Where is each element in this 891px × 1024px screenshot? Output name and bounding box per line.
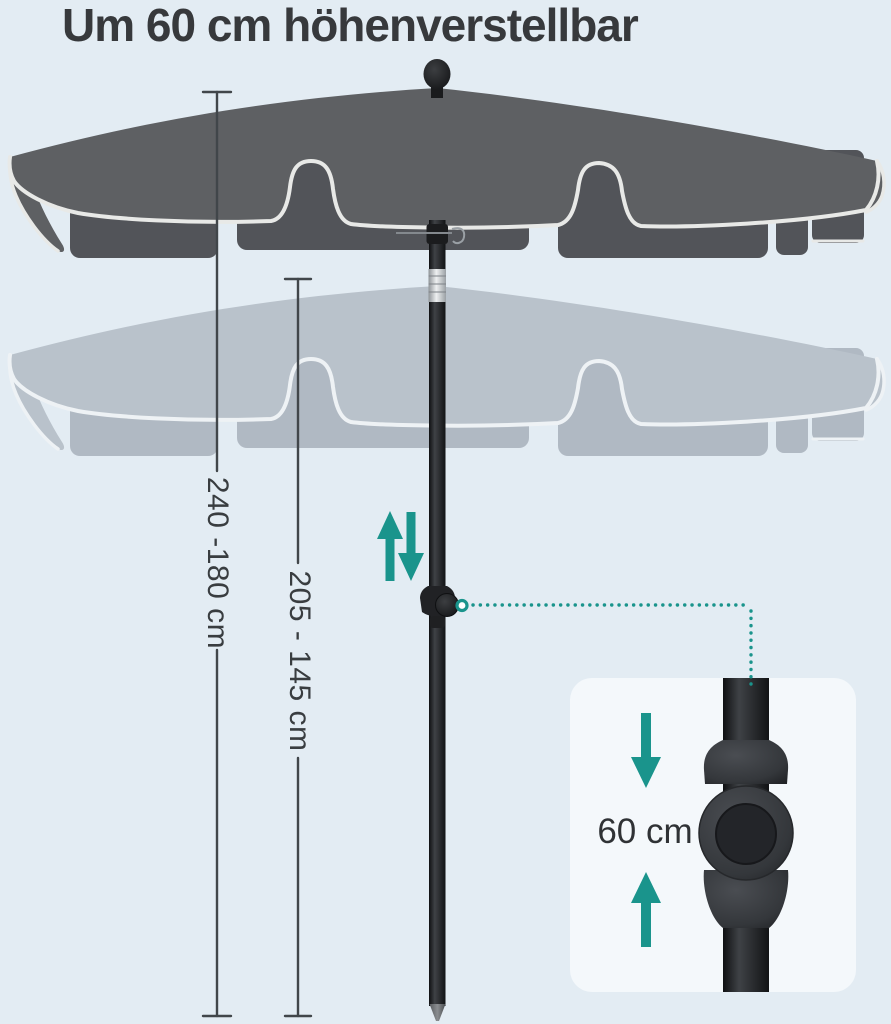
canopy-ghost-lowered xyxy=(9,286,885,456)
dimension-line-full-height xyxy=(201,90,233,1018)
umbrella-pole xyxy=(396,220,466,1021)
dimension-line-canopy-height xyxy=(283,277,313,1018)
arrow-up-icon xyxy=(377,511,403,581)
detail-arrow-down-icon xyxy=(631,713,661,788)
page-title: Um 60 cm höhenverstellbar xyxy=(62,0,639,51)
canopy-height-measurement-label: 205 - 145 cm xyxy=(283,570,316,752)
detail-arrow-up-icon xyxy=(631,872,661,947)
ring-marker-icon xyxy=(455,598,469,613)
full-height-measurement-label: 240 -180 cm xyxy=(201,476,234,650)
detail-knob-mechanism xyxy=(698,678,794,992)
ball-finial-icon xyxy=(423,59,451,98)
arrow-down-icon xyxy=(398,512,424,581)
adjustment-range-label: 60 cm xyxy=(597,812,693,851)
